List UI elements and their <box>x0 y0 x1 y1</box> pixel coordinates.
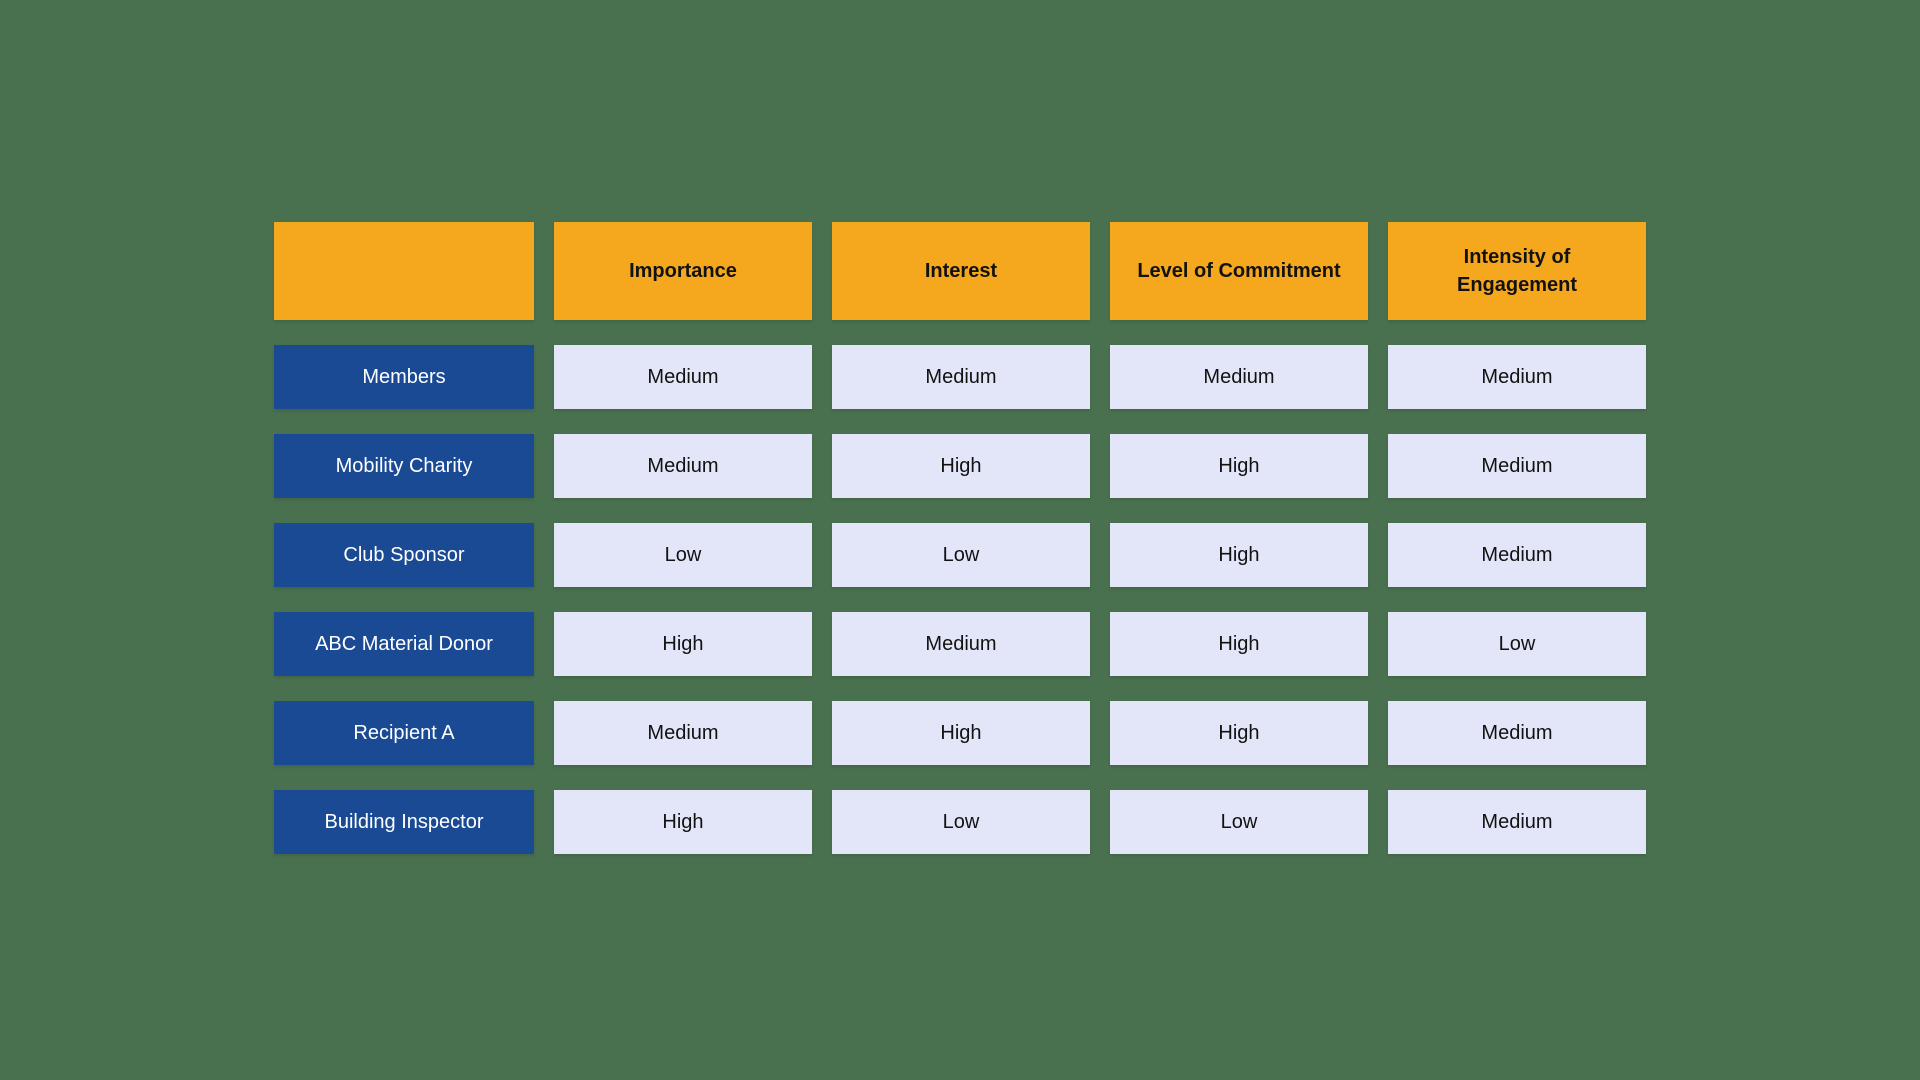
cell-club-sponsor-level-of-commitment: High <box>1110 523 1368 587</box>
cell-building-inspector-level-of-commitment: Low <box>1110 790 1368 854</box>
row-label-club-sponsor: Club Sponsor <box>274 523 534 587</box>
header-label: Intensity of Engagement <box>1456 246 1578 296</box>
header-label: Level of Commitment <box>1137 260 1341 282</box>
cell-recipient-a-interest: High <box>832 701 1090 765</box>
cell-abc-material-donor-importance: High <box>554 612 812 676</box>
header-cell-empty <box>274 222 534 320</box>
cell-mobility-charity-intensity-of-engagement: Medium <box>1388 434 1646 498</box>
row-label-members: Members <box>274 345 534 409</box>
header-cell-importance: Importance <box>554 222 812 320</box>
cell-recipient-a-intensity-of-engagement: Medium <box>1388 701 1646 765</box>
cell-members-intensity-of-engagement: Medium <box>1388 345 1646 409</box>
cell-recipient-a-importance: Medium <box>554 701 812 765</box>
cell-building-inspector-interest: Low <box>832 790 1090 854</box>
cell-abc-material-donor-level-of-commitment: High <box>1110 612 1368 676</box>
cell-mobility-charity-importance: Medium <box>554 434 812 498</box>
cell-club-sponsor-importance: Low <box>554 523 812 587</box>
row-label-recipient-a: Recipient A <box>274 701 534 765</box>
header-label: Importance <box>629 260 737 282</box>
cell-mobility-charity-level-of-commitment: High <box>1110 434 1368 498</box>
cell-club-sponsor-interest: Low <box>832 523 1090 587</box>
row-label-mobility-charity: Mobility Charity <box>274 434 534 498</box>
row-label-abc-material-donor: ABC Material Donor <box>274 612 534 676</box>
cell-members-interest: Medium <box>832 345 1090 409</box>
cell-members-level-of-commitment: Medium <box>1110 345 1368 409</box>
cell-club-sponsor-intensity-of-engagement: Medium <box>1388 523 1646 587</box>
cell-mobility-charity-interest: High <box>832 434 1090 498</box>
cell-recipient-a-level-of-commitment: High <box>1110 701 1368 765</box>
cell-abc-material-donor-interest: Medium <box>832 612 1090 676</box>
header-label: Interest <box>924 260 998 282</box>
header-cell-intensity-of-engagement: Intensity of Engagement <box>1388 222 1646 320</box>
stakeholder-matrix-table: Importance Interest Level of Commitment … <box>274 222 1646 854</box>
header-cell-level-of-commitment: Level of Commitment <box>1110 222 1368 320</box>
cell-members-importance: Medium <box>554 345 812 409</box>
cell-abc-material-donor-intensity-of-engagement: Low <box>1388 612 1646 676</box>
cell-building-inspector-importance: High <box>554 790 812 854</box>
header-cell-interest: Interest <box>832 222 1090 320</box>
row-label-building-inspector: Building Inspector <box>274 790 534 854</box>
cell-building-inspector-intensity-of-engagement: Medium <box>1388 790 1646 854</box>
